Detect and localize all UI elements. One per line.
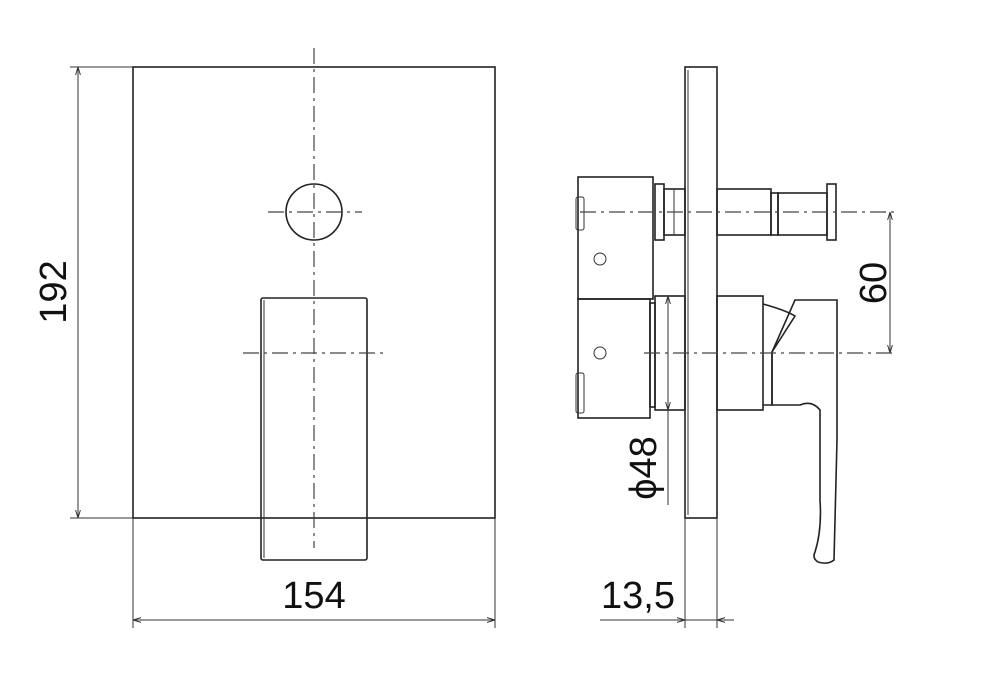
dimension-height: 192 bbox=[33, 66, 133, 519]
dimension-diameter: ϕ48 bbox=[623, 296, 668, 505]
side-lever bbox=[771, 299, 838, 564]
side-view bbox=[575, 66, 895, 564]
side-plate bbox=[684, 66, 718, 519]
dimension-width: 154 bbox=[132, 518, 496, 628]
width-label: 154 bbox=[282, 575, 345, 617]
valve-body-lower bbox=[577, 298, 651, 419]
dimension-thickness: 13,5 bbox=[600, 518, 734, 628]
screw-hole bbox=[593, 252, 607, 266]
dimension-center-distance: 60 bbox=[853, 212, 895, 353]
diameter-label: ϕ48 bbox=[623, 436, 665, 500]
thickness-label: 13,5 bbox=[601, 575, 675, 617]
valve-body-upper bbox=[577, 176, 654, 300]
screw-hole bbox=[593, 346, 607, 360]
lever-handle bbox=[260, 297, 368, 561]
center-distance-label: 60 bbox=[853, 262, 895, 304]
height-label: 192 bbox=[33, 260, 75, 323]
front-view bbox=[132, 48, 496, 561]
